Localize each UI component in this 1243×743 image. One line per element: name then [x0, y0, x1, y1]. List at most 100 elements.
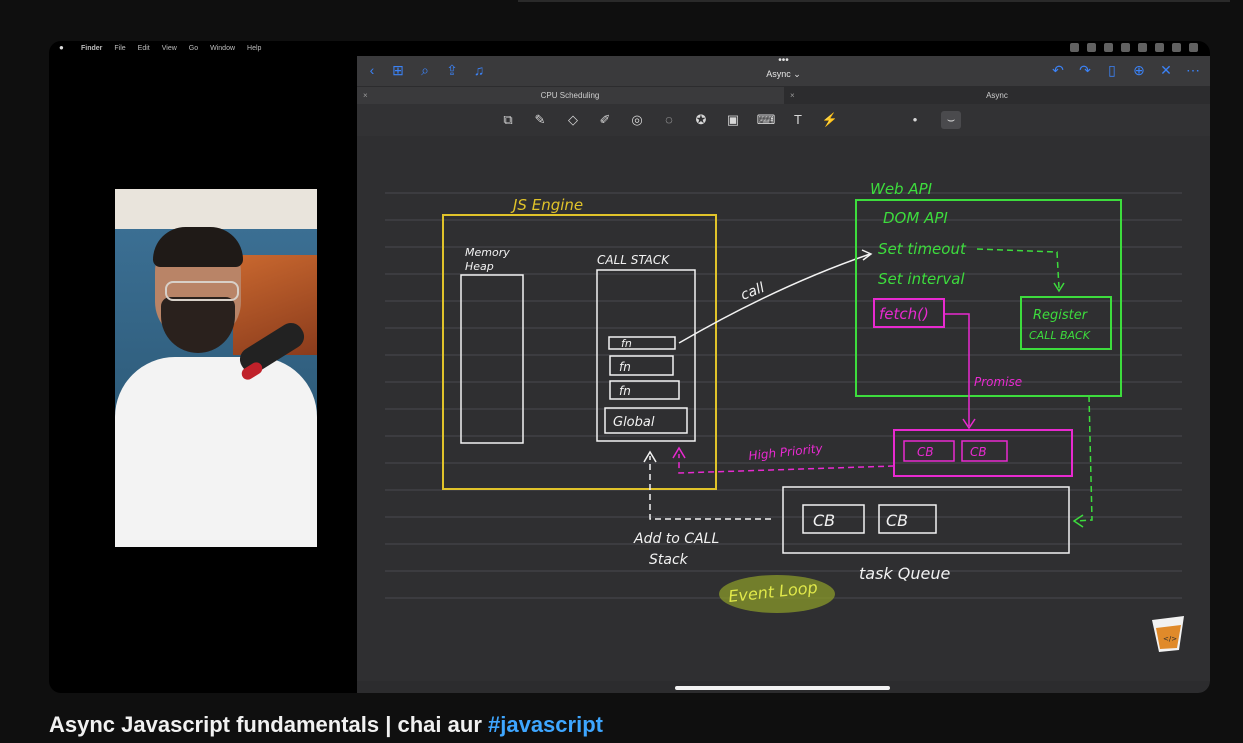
- memory-heap-line: Memory: [465, 246, 510, 259]
- eraser-icon[interactable]: ◇: [568, 112, 578, 127]
- callback-label: CALL BACK: [1029, 329, 1091, 342]
- tab-close-icon[interactable]: ×: [790, 91, 795, 100]
- shapes-icon[interactable]: ◎: [631, 112, 643, 127]
- lasso-icon[interactable]: ◌: [665, 112, 673, 127]
- stack-frame-global-label: Global: [613, 415, 655, 430]
- image-scan-icon[interactable]: ⧉: [503, 112, 513, 127]
- menu-file: File: [114, 44, 126, 52]
- share-icon[interactable]: ⇪: [446, 62, 458, 78]
- control-center-icon: [1189, 43, 1198, 52]
- mac-menubar: ● Finder File Edit View Go Window Help: [49, 41, 1210, 55]
- highlighter-icon[interactable]: ✐: [599, 112, 611, 127]
- menu-view: View: [161, 44, 177, 52]
- back-icon[interactable]: ‹: [369, 62, 375, 78]
- high-priority-dashed-arrow: [678, 454, 895, 474]
- notes-navbar: ••• Async ⌄ ‹ ⊞ ⌕ ⇪ ♫ ↶ ↷ ▯ ⊕ ✕ ⋯: [357, 56, 1210, 86]
- search-icon[interactable]: ⌕: [421, 62, 429, 78]
- menu-go: Go: [188, 44, 199, 52]
- web-api-box: [855, 199, 1122, 397]
- js-engine-box: [442, 214, 717, 490]
- video-title-text: Async Javascript fundamentals | chai aur: [49, 712, 488, 737]
- event-loop-arrowhead: [643, 450, 657, 463]
- callback-to-queue-arrow: [1076, 395, 1093, 522]
- high-priority-label: High Priority: [748, 441, 824, 463]
- line-style-icon[interactable]: ⌣: [941, 111, 961, 129]
- task-cb-box: [878, 504, 937, 534]
- undo-icon[interactable]: ↶: [1052, 62, 1064, 78]
- mic-icon[interactable]: ♫: [473, 62, 485, 78]
- microtask-cb-box: [961, 440, 1008, 462]
- menubar-status-icons: [1070, 43, 1198, 52]
- video-title[interactable]: Async Javascript fundamentals | chai aur…: [49, 712, 603, 738]
- hashtag-link[interactable]: #javascript: [488, 712, 603, 737]
- laser-icon[interactable]: ⚡: [821, 112, 839, 127]
- tab-cpu-scheduling[interactable]: × CPU Scheduling: [357, 87, 783, 105]
- menu-window: Window: [210, 44, 236, 52]
- webcam-feed: [115, 189, 317, 547]
- more-icon[interactable]: ⋯: [1186, 62, 1200, 78]
- presenter-beard: [161, 297, 235, 353]
- ruled-lines: [385, 192, 1182, 599]
- text-icon[interactable]: T: [794, 112, 802, 127]
- image-icon[interactable]: ▣: [726, 112, 740, 127]
- memory-heap-label: Memory Heap: [465, 246, 513, 273]
- call-stack-box: [596, 269, 696, 442]
- tab-async[interactable]: × Async: [784, 87, 1210, 105]
- register-label: Register: [1033, 308, 1089, 323]
- call-arrowhead: [861, 249, 873, 261]
- menu-help: Help: [247, 44, 262, 52]
- web-api-label: Web API: [870, 180, 933, 198]
- pen-icon[interactable]: ✎: [534, 112, 546, 127]
- status-icon: [1087, 43, 1096, 52]
- presenter-hair: [153, 227, 243, 267]
- web-api-item: DOM API: [883, 209, 948, 227]
- status-icon: [1070, 43, 1079, 52]
- call-arrow: [678, 253, 871, 344]
- video-player[interactable]: ● Finder File Edit View Go Window Help •…: [49, 41, 1210, 693]
- menu-finder: Finder: [81, 44, 103, 52]
- stack-frame-global: [604, 407, 688, 434]
- call-stack-label: CALL STACK: [597, 253, 670, 267]
- presenter-glasses: [165, 281, 239, 301]
- more-dots-icon[interactable]: •••: [778, 55, 789, 66]
- top-divider: [518, 0, 1230, 2]
- star-icon[interactable]: ✪: [695, 112, 707, 127]
- promise-label: Promise: [974, 375, 1022, 389]
- fetch-box: [873, 298, 945, 328]
- microtask-cb-box: [903, 440, 955, 462]
- drawing-toolbar: ⧉ ✎ ◇ ✐ ◎ ◌ ✪ ▣ ⌨ T ⚡ • ⌣: [357, 104, 1210, 136]
- keyboard-icon[interactable]: ⌨: [756, 112, 776, 127]
- tab-close-icon[interactable]: ×: [363, 91, 368, 100]
- diagram: JS Engine Memory Heap CALL STACK fn fn f…: [385, 180, 1184, 652]
- stack-frame-label: fn: [619, 384, 631, 398]
- promise-arrow: [945, 313, 970, 426]
- status-icon: [1121, 43, 1130, 52]
- event-loop-dashed-arrow: [649, 456, 771, 520]
- call-label: call: [739, 280, 767, 304]
- microtask-cb-label: CB: [917, 445, 934, 459]
- stack-frame: [609, 380, 680, 400]
- apple-icon: ●: [59, 43, 64, 52]
- grid-icon[interactable]: ⊞: [392, 62, 404, 78]
- register-callback-box: [1020, 296, 1112, 350]
- menu-edit: Edit: [137, 44, 150, 52]
- notes-canvas[interactable]: JS Engine Memory Heap CALL STACK fn fn f…: [357, 136, 1210, 681]
- redo-icon[interactable]: ↷: [1079, 62, 1091, 78]
- document-title[interactable]: Async ⌄: [766, 69, 801, 79]
- cup-code-mark: </>: [1163, 635, 1177, 643]
- promise-arrowhead: [962, 418, 976, 430]
- task-cb-box: [802, 504, 865, 534]
- high-priority-arrowhead: [672, 446, 686, 459]
- add-page-icon[interactable]: ⊕: [1133, 62, 1145, 78]
- close-icon[interactable]: ✕: [1160, 62, 1172, 78]
- chai-logo-icon: </>: [1152, 616, 1184, 652]
- dot-icon[interactable]: •: [912, 112, 918, 127]
- bookmark-icon[interactable]: ▯: [1108, 62, 1116, 78]
- task-queue-label: task Queue: [859, 564, 950, 583]
- web-api-item: Set interval: [878, 270, 965, 288]
- presenter-shirt: [115, 357, 317, 547]
- microtask-queue-box: [893, 429, 1073, 477]
- js-engine-label: JS Engine: [510, 196, 583, 214]
- wifi-icon: [1155, 43, 1164, 52]
- notes-app: ••• Async ⌄ ‹ ⊞ ⌕ ⇪ ♫ ↶ ↷ ▯ ⊕ ✕ ⋯ × CPU …: [357, 56, 1210, 693]
